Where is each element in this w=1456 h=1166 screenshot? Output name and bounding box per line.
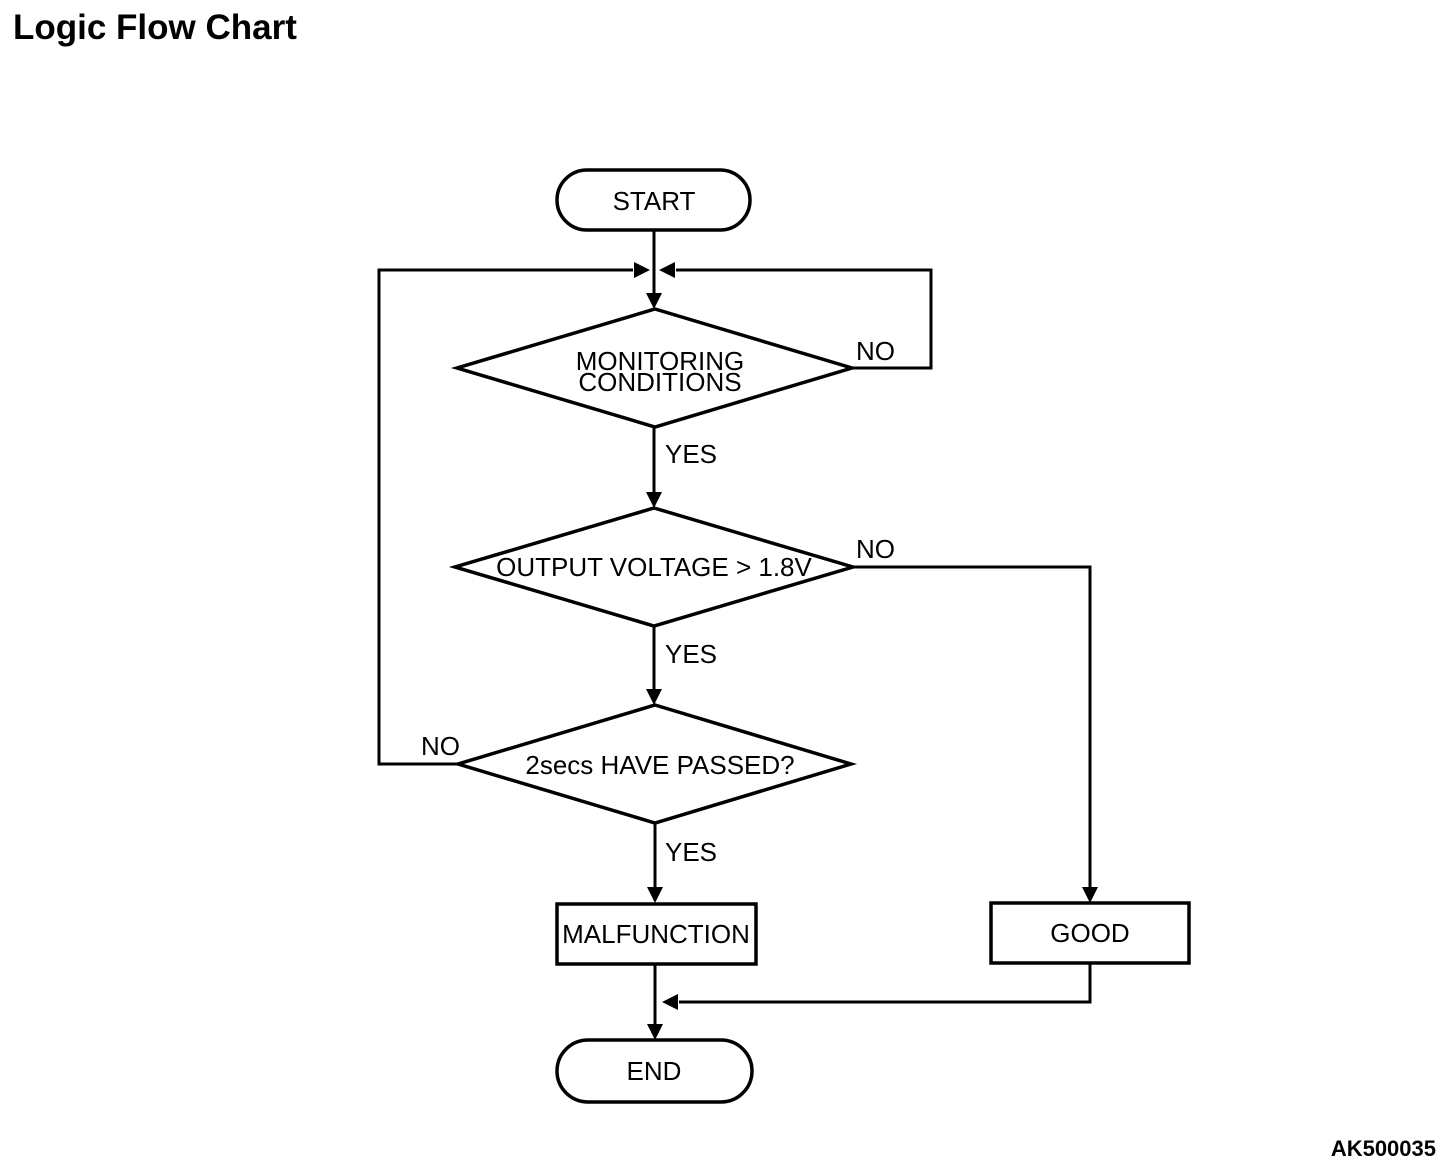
arrowhead-into-monitoring: [646, 293, 662, 309]
arrowhead-merge: [662, 994, 678, 1010]
monitoring-conditions-label-line1: MONITORING: [576, 346, 745, 376]
flowchart-node-labels: START MONITORING CONDITIONS OUTPUT VOLTA…: [496, 186, 1130, 1086]
output-voltage-decision-shape: [448, 506, 860, 628]
output-yes-label: YES: [665, 639, 717, 669]
start-terminator-shape: [555, 168, 752, 232]
output-voltage-label: OUTPUT VOLTAGE > 1.8V: [496, 552, 812, 582]
edge-monitoring-no-loop: [676, 268, 933, 370]
monitoring-conditions-decision-shape: [450, 307, 859, 429]
end-label: END: [627, 1056, 682, 1086]
arrowhead-into-malfunction: [647, 887, 663, 903]
arrowhead-no-loop-right: [659, 262, 675, 278]
arrowhead-into-twosecs: [646, 689, 662, 705]
figure-code: AK500035: [1330, 1136, 1436, 1161]
edge-twosecs-no-loop: [377, 268, 633, 766]
good-process-shape: [989, 901, 1191, 965]
output-no-label: NO: [856, 534, 895, 564]
page-title: Logic Flow Chart: [13, 8, 297, 47]
twosecs-yes-label: YES: [665, 837, 717, 867]
end-terminator-shape: [555, 1038, 754, 1104]
arrowhead-into-output-voltage: [646, 492, 662, 508]
twosecs-decision-shape: [451, 703, 858, 825]
good-label: GOOD: [1050, 918, 1129, 948]
twosecs-label: 2secs HAVE PASSED?: [525, 750, 794, 780]
malfunction-label: MALFUNCTION: [562, 919, 750, 949]
twosecs-no-label: NO: [421, 731, 460, 761]
monitoring-no-label: NO: [856, 336, 895, 366]
arrowhead-into-good: [1082, 887, 1098, 903]
flowchart-nodes: [448, 168, 1191, 1104]
arrowhead-no-loop-left: [634, 262, 650, 278]
arrowhead-into-end: [647, 1024, 663, 1040]
malfunction-process-shape: [555, 902, 758, 966]
start-label: START: [613, 186, 696, 216]
edge-good-to-merge: [679, 963, 1092, 1004]
edge-output-no-to-good: [852, 565, 1092, 888]
monitoring-conditions-label-line2: CONDITIONS: [578, 367, 741, 397]
flowchart-edges: [377, 230, 1098, 1040]
monitoring-yes-label: YES: [665, 439, 717, 469]
flowchart-branch-labels: NO YES NO YES NO YES: [421, 336, 895, 867]
